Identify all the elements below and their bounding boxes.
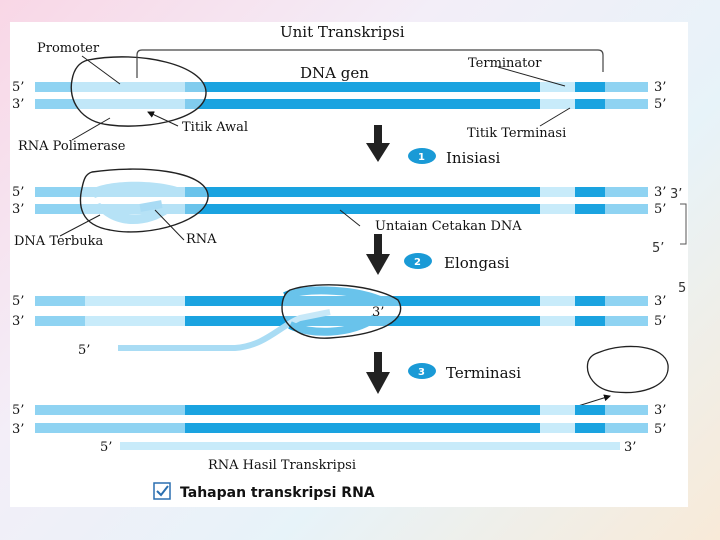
checkbox-icon bbox=[153, 482, 171, 500]
step-1-number: 1 bbox=[418, 152, 425, 163]
unit-bracket bbox=[136, 49, 604, 78]
side-mark-5: 5’ bbox=[652, 241, 664, 256]
rna-3-end-in-bubble: 3’ bbox=[372, 305, 384, 320]
dna-gen-label: DNA gen bbox=[300, 64, 369, 82]
step-3-label: Terminasi bbox=[446, 364, 521, 382]
step-1-label: Inisiasi bbox=[446, 149, 501, 167]
rna-label: RNA bbox=[186, 232, 217, 247]
end-5-bottom-4: 5’ bbox=[654, 422, 666, 437]
end-3-bottom-3: 3’ bbox=[12, 314, 24, 329]
step-3-number: 3 bbox=[418, 367, 425, 378]
end-3-top-3: 3’ bbox=[654, 294, 666, 309]
rna-polymerase-shape-2 bbox=[79, 168, 209, 233]
end-5-top-4: 5’ bbox=[12, 403, 24, 418]
figure-caption: Tahapan transkripsi RNA bbox=[153, 482, 375, 501]
terminator-label: Terminator bbox=[468, 56, 542, 71]
titik-terminasi-label: Titik Terminasi bbox=[467, 126, 566, 141]
end-3-top-2: 3’ bbox=[654, 185, 666, 200]
step-2-number: 2 bbox=[414, 257, 421, 268]
end-3-top-4: 3’ bbox=[654, 403, 666, 418]
rna-polymerase-shape-3 bbox=[281, 284, 402, 339]
rna-product-5-end: 5’ bbox=[100, 440, 112, 455]
rna-product-strand bbox=[120, 442, 620, 450]
stage-elongasi: 3’ 5’ 5’ 3’ 3’ 5’ bbox=[12, 284, 666, 358]
rna-5-end: 5’ bbox=[78, 343, 90, 358]
end-3-bottom-2: 3’ bbox=[12, 202, 24, 217]
stage-terminasi: 5’ 3’ RNA Hasil Transkripsi 5’ 3’ 3’ 5’ bbox=[12, 345, 669, 473]
rna-hasil-label: RNA Hasil Transkripsi bbox=[208, 458, 356, 473]
stage-inisiasi: DNA Terbuka RNA Untaian Cetakan DNA 5’ 3… bbox=[12, 168, 666, 249]
step-elongasi: 2 Elongasi bbox=[366, 234, 510, 275]
promoter-label: Promoter bbox=[37, 41, 100, 56]
side-bracket bbox=[680, 203, 687, 245]
step-terminasi: 3 Terminasi bbox=[366, 352, 521, 394]
end-3-top-1: 3’ bbox=[654, 80, 666, 95]
unit-transkripsi-label: Unit Transkripsi bbox=[280, 23, 405, 41]
stage-gene-structure: Unit Transkripsi Promoter DNA gen Termin… bbox=[12, 23, 666, 154]
untaian-cetakan-label: Untaian Cetakan DNA bbox=[375, 219, 522, 234]
step-inisiasi: 1 Inisiasi bbox=[366, 125, 501, 167]
checkmark-icon bbox=[156, 485, 169, 497]
caption-text: Tahapan transkripsi RNA bbox=[180, 485, 375, 501]
titik-awal-label: Titik Awal bbox=[182, 120, 248, 135]
end-5-top-1: 5’ bbox=[12, 80, 24, 95]
end-5-bottom-2: 5’ bbox=[654, 202, 666, 217]
end-5-top-3: 5’ bbox=[12, 294, 24, 309]
end-3-bottom-4: 3’ bbox=[12, 422, 24, 437]
end-3-bottom-1: 3’ bbox=[12, 97, 24, 112]
end-5-bottom-1: 5’ bbox=[654, 97, 666, 112]
rna-polimerase-label: RNA Polimerase bbox=[18, 139, 126, 154]
released-polymerase bbox=[586, 345, 669, 394]
side-mark-5-plain: 5 bbox=[678, 281, 686, 296]
end-5-top-2: 5’ bbox=[12, 185, 24, 200]
rna-polymerase-shape bbox=[70, 56, 207, 127]
rna-product-3-end: 3’ bbox=[624, 440, 636, 455]
dna-terbuka-label: DNA Terbuka bbox=[14, 234, 103, 249]
side-mark-3: 3’ bbox=[670, 187, 682, 202]
end-5-bottom-3: 5’ bbox=[654, 314, 666, 329]
step-2-label: Elongasi bbox=[444, 254, 510, 272]
